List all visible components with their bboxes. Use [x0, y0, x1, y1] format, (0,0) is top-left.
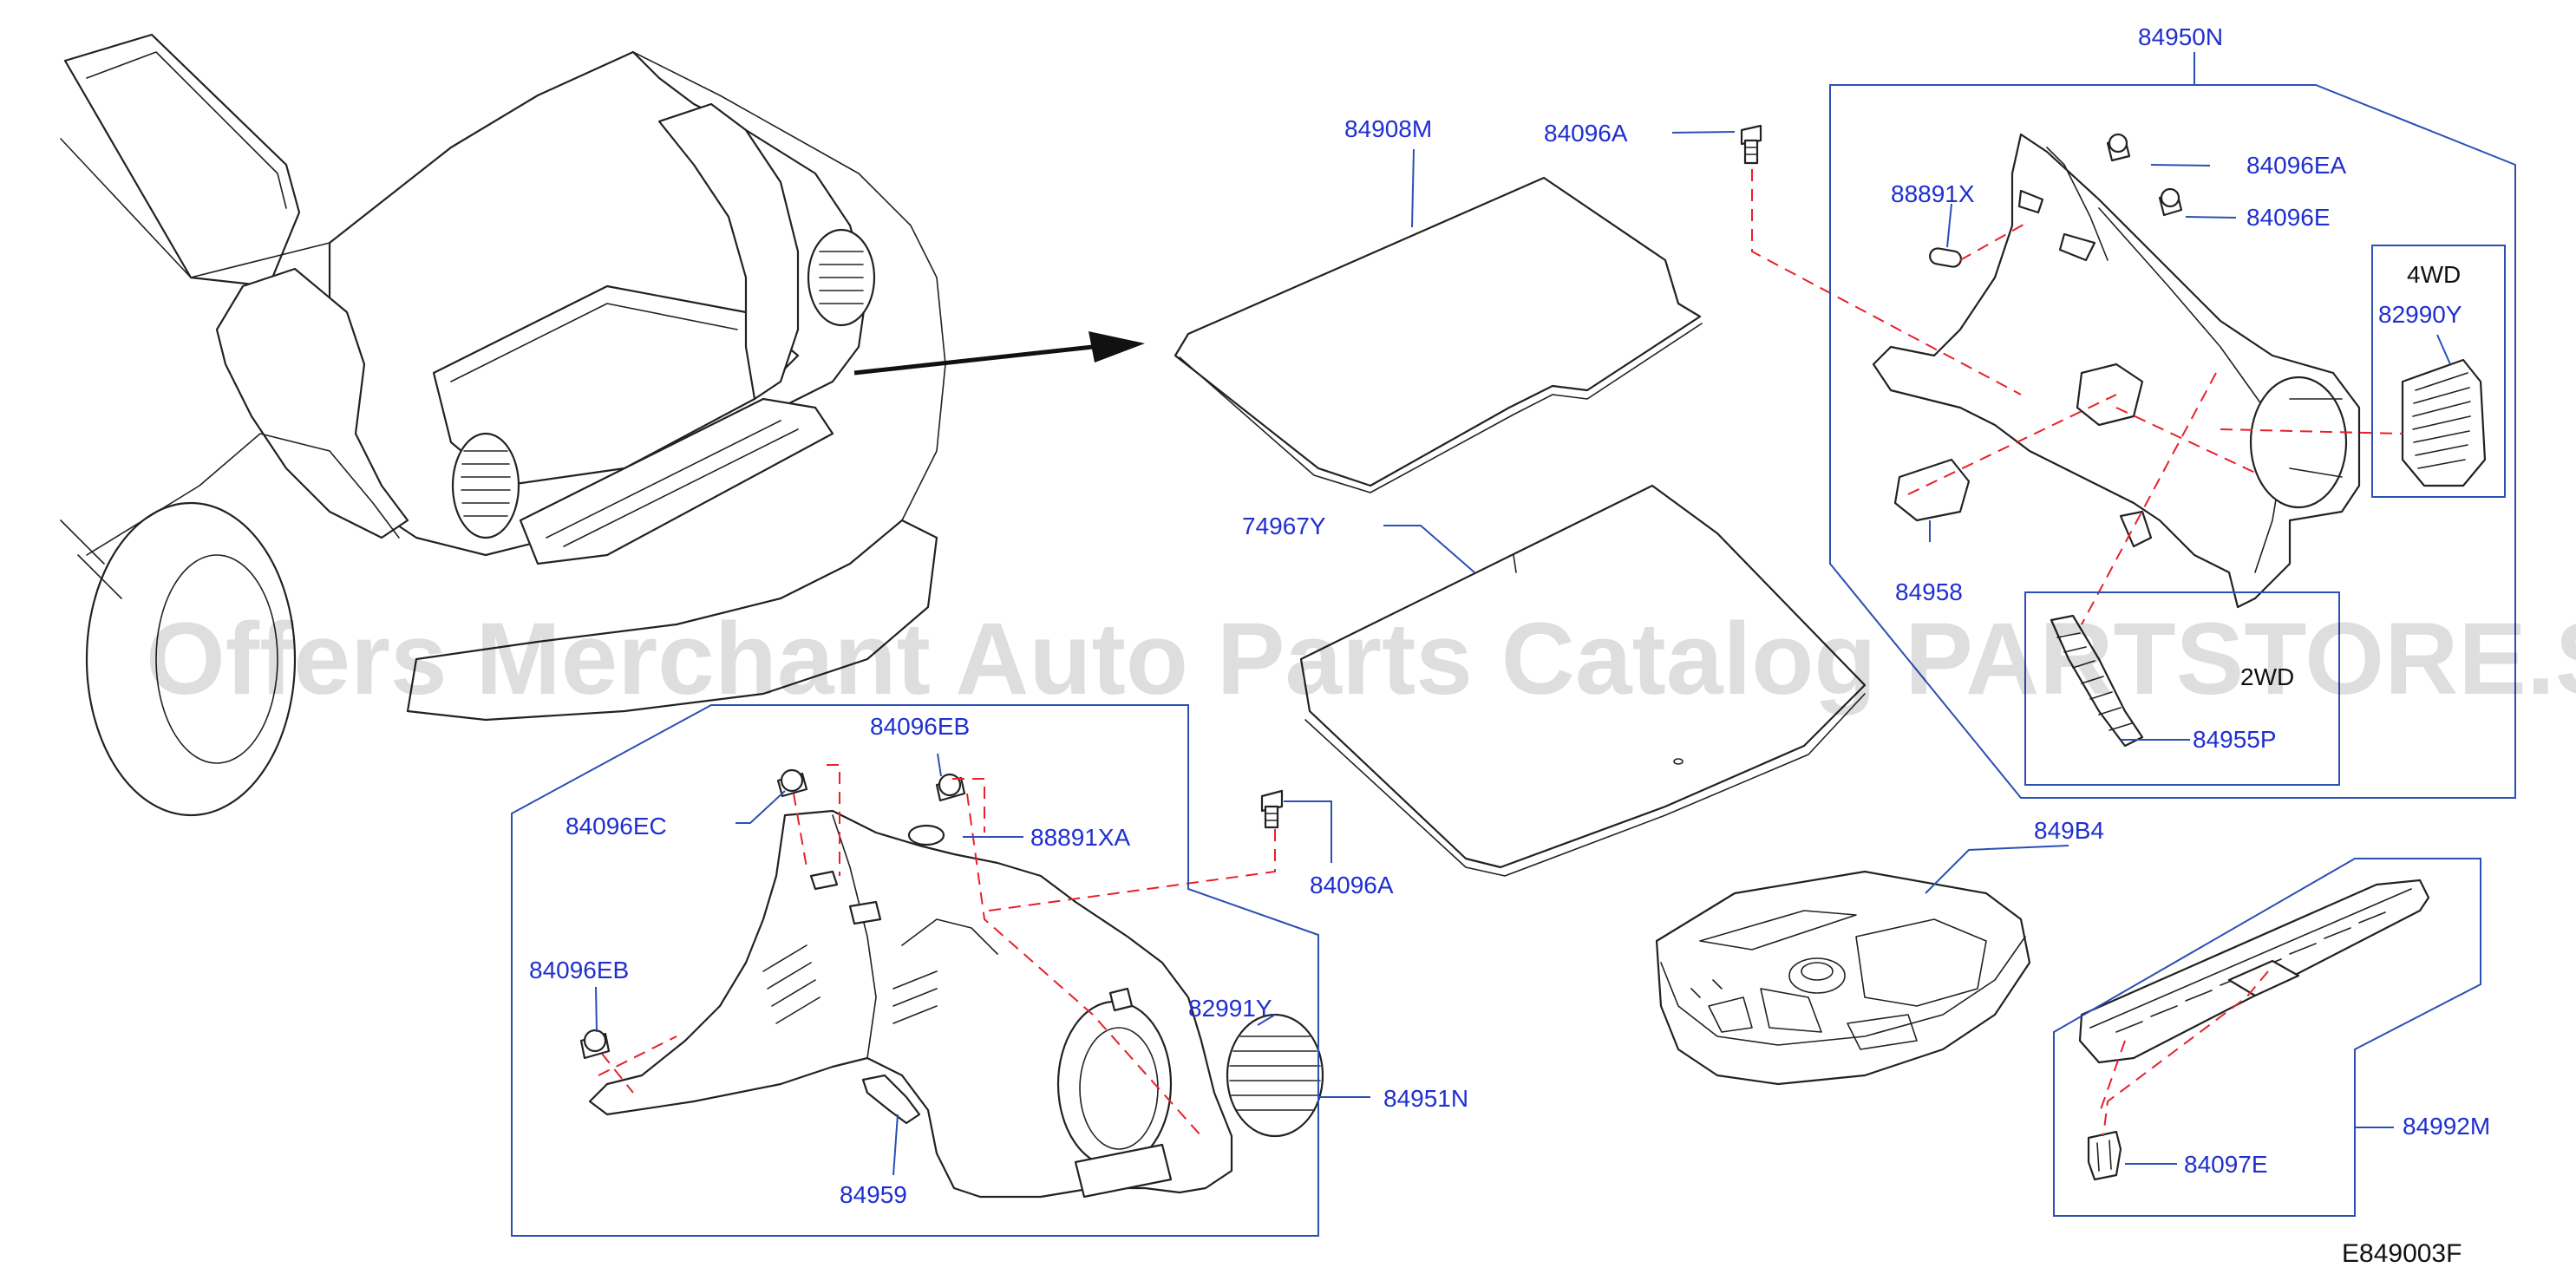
- leader-lines: [595, 52, 2451, 1176]
- watermark: Offers Merchant Auto Parts Catalog PARTS…: [146, 602, 2576, 716]
- part-849b4-tool-tray: [1655, 870, 2031, 1086]
- part-84951n-left-trim: [588, 809, 1233, 1199]
- label-82990y[interactable]: 82990Y: [2378, 301, 2462, 328]
- label-84950n[interactable]: 84950N: [2138, 23, 2223, 50]
- label-84096eb-top[interactable]: 84096EB: [870, 713, 970, 740]
- part-74967y-luggage-mat: [1299, 484, 1867, 877]
- label-84958[interactable]: 84958: [1895, 578, 1963, 605]
- label-88891xa[interactable]: 88891XA: [1030, 824, 1131, 851]
- part-84096ec-clip: [776, 768, 808, 798]
- part-82990y-vent: [2401, 358, 2487, 487]
- pointer-arrow: [853, 331, 1145, 376]
- label-84096a-mid[interactable]: 84096A: [1310, 872, 1394, 898]
- vehicle-rear-illustration: [60, 33, 946, 817]
- label-4wd: 4WD: [2407, 261, 2461, 288]
- part-88891xa-pad: [907, 824, 945, 846]
- label-2wd: 2WD: [2240, 663, 2294, 690]
- label-84951n[interactable]: 84951N: [1383, 1085, 1468, 1112]
- label-84096ec[interactable]: 84096EC: [566, 813, 667, 839]
- part-84959-bracket: [861, 1074, 921, 1125]
- label-84955p[interactable]: 84955P: [2193, 726, 2277, 753]
- label-84908m[interactable]: 84908M: [1344, 115, 1432, 142]
- label-84096a-top[interactable]: 84096A: [1544, 120, 1628, 147]
- label-88891x[interactable]: 88891X: [1891, 180, 1975, 207]
- part-84950n-right-trim: [1872, 133, 2361, 609]
- label-84992m[interactable]: 84992M: [2403, 1113, 2490, 1140]
- label-74967y[interactable]: 74967Y: [1242, 513, 1326, 539]
- part-84992m-sill-plate: [2078, 879, 2430, 1064]
- drawing-code: E849003F: [2342, 1239, 2462, 1268]
- part-84096eb-left-clip: [579, 1029, 611, 1060]
- part-84096a-top-clip: [1740, 124, 1762, 165]
- part-84096a-mid-clip: [1260, 789, 1284, 829]
- part-84908m-floor-board: [1174, 176, 1703, 493]
- label-84097e[interactable]: 84097E: [2184, 1151, 2268, 1178]
- label-84096eb-left[interactable]: 84096EB: [529, 957, 629, 983]
- part-84958-cover: [1893, 458, 1971, 522]
- part-88891x-pad: [1929, 247, 1962, 268]
- part-84097e-clip: [2087, 1130, 2122, 1181]
- label-84959[interactable]: 84959: [840, 1181, 907, 1208]
- label-84096e[interactable]: 84096E: [2246, 204, 2331, 231]
- label-84096ea[interactable]: 84096EA: [2246, 152, 2347, 179]
- label-82991y[interactable]: 82991Y: [1188, 995, 1272, 1022]
- part-labels: 84908M 84096A 74967Y 84950N 88891X 84096…: [529, 23, 2490, 1208]
- part-84955p-vent: [2050, 614, 2144, 748]
- hidden-lines: [598, 169, 2403, 1137]
- part-82991y-vent: [1226, 1013, 1324, 1138]
- label-849b4[interactable]: 849B4: [2034, 817, 2104, 844]
- group-boxes: [511, 84, 2516, 1237]
